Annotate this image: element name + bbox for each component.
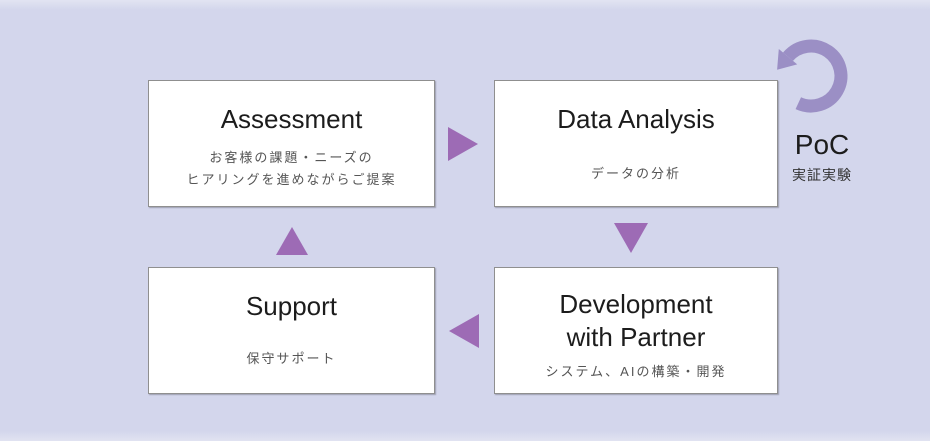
- development-title-line-1: Development: [559, 289, 713, 319]
- development-subtitle: システム、AIの構築・開発: [545, 364, 727, 379]
- poc-subtitle: 実証実験: [792, 167, 852, 183]
- arrow-support-to-assessment-icon: [276, 227, 308, 255]
- assessment-title: Assessment: [220, 104, 363, 134]
- data-analysis-box: Data Analysis データの分析: [494, 80, 778, 207]
- assessment-subtitle: お客様の課題・ニーズの ヒアリングを進めながらご提案: [149, 147, 434, 191]
- assessment-subtitle-line-1: お客様の課題・ニーズの: [209, 150, 374, 165]
- poc-label: PoC 実証実験: [780, 129, 864, 185]
- poc-title: PoC: [794, 129, 850, 160]
- support-subtitle: 保守サポート: [246, 351, 337, 366]
- development-box: Development with Partner システム、AIの構築・開発: [494, 267, 778, 394]
- development-title-line-2: with Partner: [566, 322, 706, 352]
- cycle-arrow-icon: [777, 39, 848, 113]
- development-title: Development with Partner: [495, 268, 777, 354]
- assessment-box: Assessment お客様の課題・ニーズの ヒアリングを進めながらご提案: [148, 80, 435, 207]
- arrow-assessment-to-data-analysis-icon: [448, 127, 478, 161]
- arrow-data-analysis-to-development-icon: [614, 223, 648, 253]
- support-box: Support 保守サポート: [148, 267, 435, 394]
- data-analysis-title: Data Analysis: [557, 104, 715, 134]
- data-analysis-subtitle: データの分析: [590, 166, 681, 181]
- arrow-development-to-support-icon: [449, 314, 479, 348]
- assessment-subtitle-line-2: ヒアリングを進めながらご提案: [186, 172, 397, 187]
- support-title: Support: [245, 291, 338, 321]
